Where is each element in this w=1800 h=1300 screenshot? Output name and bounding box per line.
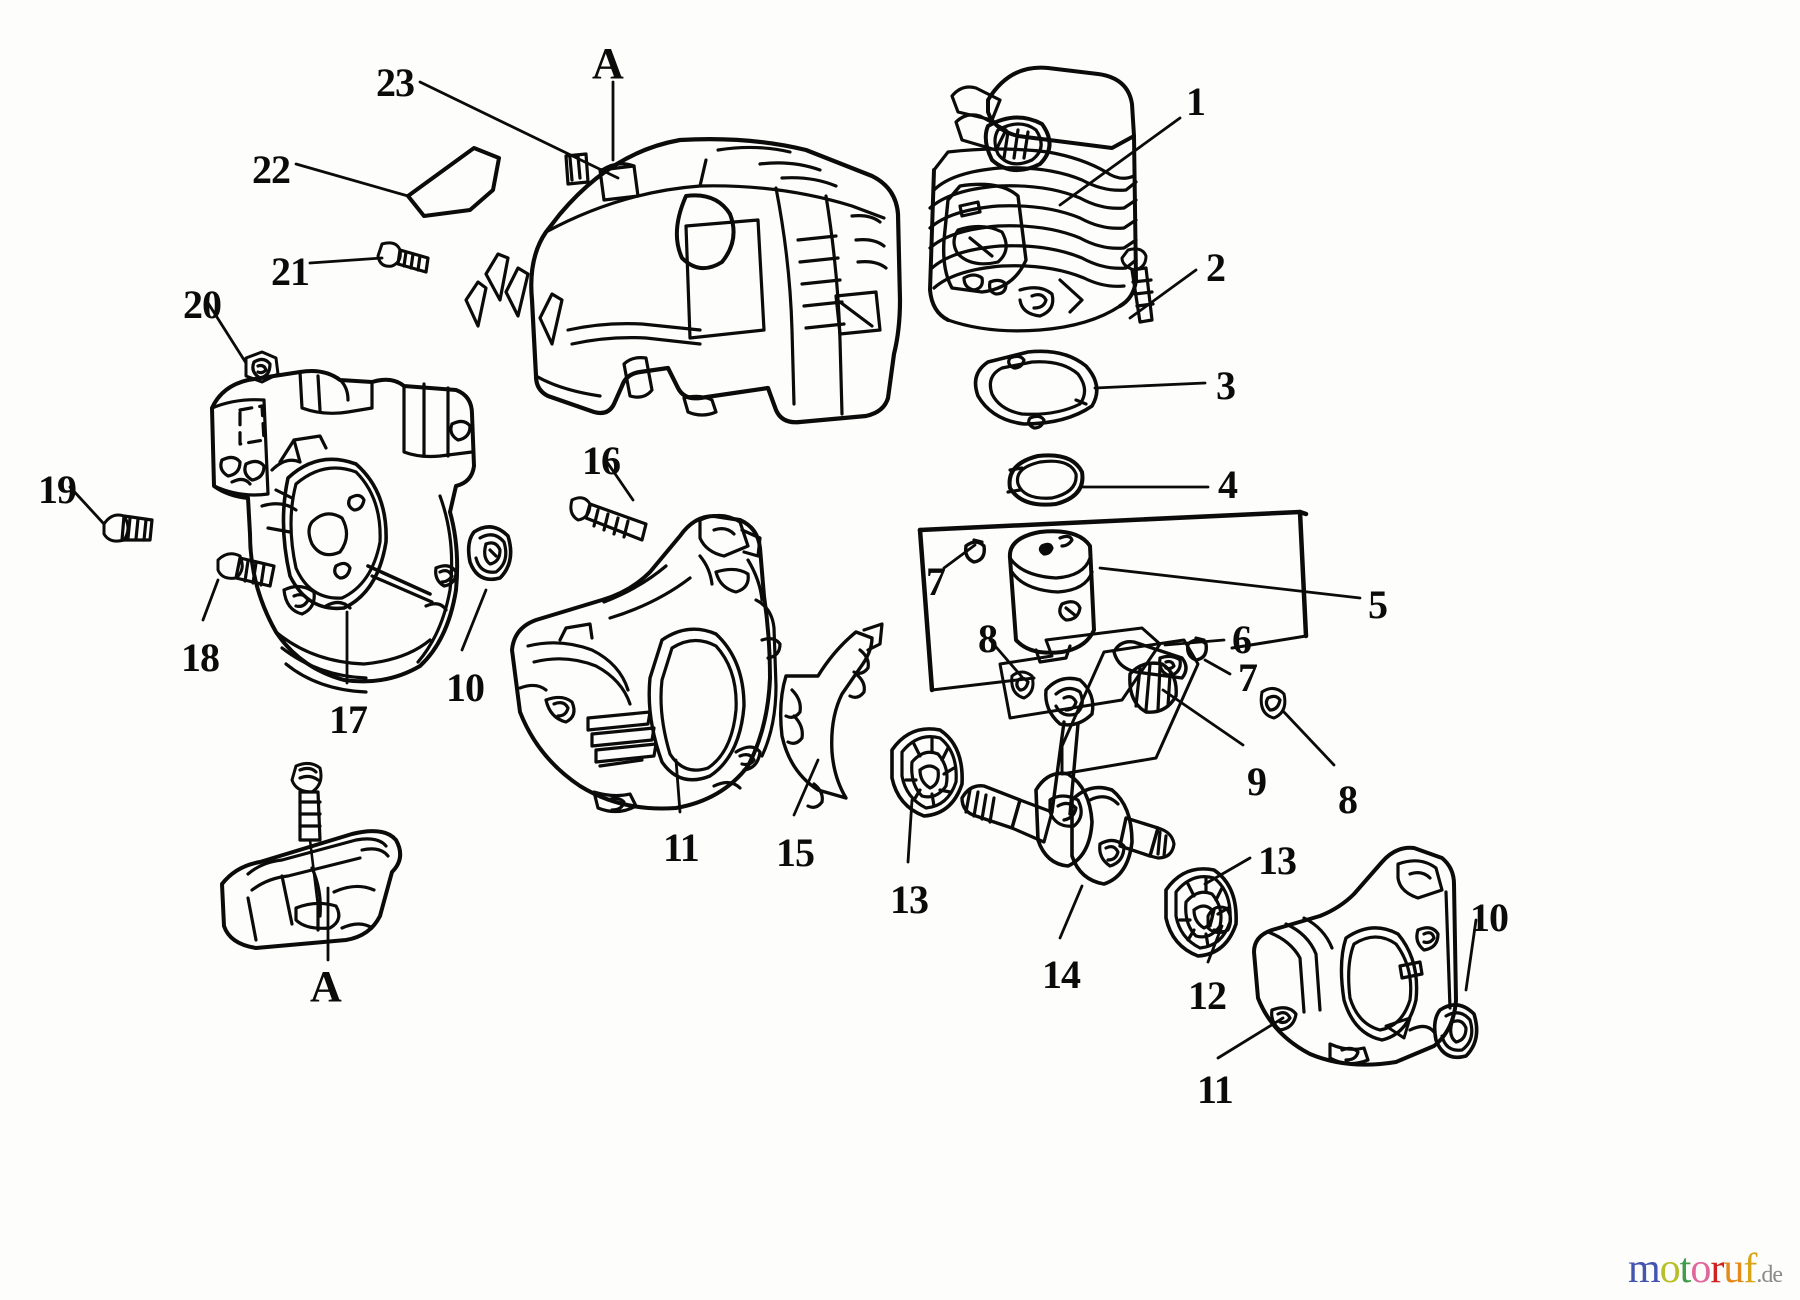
callout-1: 1 [1186,79,1206,124]
section-mark-a-bottom: A [310,962,342,1011]
part-cover-label [406,146,501,218]
callout-8: 8 [978,616,998,661]
part-cylinder [928,65,1138,333]
part-needle-bearing [1128,661,1178,714]
part-crankshaft [960,676,1176,886]
callout-21: 21 [271,249,310,294]
watermark-letter-t: t [1679,1246,1692,1292]
part-cylinder-bolt [1120,247,1155,324]
callout-19: 19 [38,467,77,512]
watermark-letter-o2: o [1690,1246,1711,1292]
part-cover-screw [376,241,430,274]
callout-14: 14 [1042,952,1081,997]
part-nut [244,350,280,384]
part-oil-seal [466,525,513,582]
watermark-letter-u: u [1723,1246,1744,1292]
callout-9: 9 [1247,759,1267,804]
part-screw [102,513,154,543]
leader-lines [68,80,1478,1060]
part-clutch-housing [210,369,476,694]
part-piston-ring [1006,453,1085,507]
part-thrust-washer [1010,670,1035,700]
callout-5: 5 [1368,582,1388,627]
part-thrust-washer-2 [1259,687,1287,720]
callout-15: 15 [776,830,815,875]
callout-23: 23 [376,60,415,105]
watermark-suffix: .de [1756,1262,1783,1288]
callout-13b: 13 [1258,838,1297,883]
part-ball-bearing [890,727,964,818]
callout-4: 4 [1218,462,1238,507]
callout-11: 11 [663,825,700,870]
callout-13: 13 [890,877,929,922]
watermark-letter-o1: o [1659,1246,1681,1292]
part-group-bracket-5 [917,509,1309,693]
callout-3: 3 [1216,363,1236,408]
callout-10: 10 [446,665,485,710]
part-dowel-pin [1206,905,1233,935]
callout-10b: 10 [1470,895,1509,940]
part-crankcase-gasket [778,622,884,809]
callout-6: 6 [1232,617,1252,662]
part-flange-bolt [216,552,276,588]
callout-7: 7 [926,559,946,604]
callout-7b: 7 [1238,655,1258,700]
part-engine-cover [464,137,903,425]
part-piston-pin-circlip-2 [1185,636,1208,662]
callout-22: 22 [252,147,291,192]
callout-8b: 8 [1338,777,1358,822]
callout-16: 16 [582,438,621,483]
part-mount-bracket [220,829,403,950]
watermark-letter-m: m [1628,1246,1661,1292]
part-crankcase-bolt [569,496,648,542]
callout-11b: 11 [1197,1067,1234,1112]
callout-18: 18 [181,635,220,680]
part-piston-pin-circlip [963,538,986,564]
watermark-letter-f: f [1743,1246,1757,1292]
callout-20: 20 [183,282,222,327]
part-ball-bearing-2 [1164,867,1238,958]
part-crankcase-right [1252,845,1458,1067]
part-crankcase-left [510,513,782,814]
part-cylinder-gasket [973,349,1099,430]
part-oil-seal-2 [1432,1003,1479,1060]
watermark-motoruf: motoruf.de [1628,1246,1783,1292]
callout-2: 2 [1206,245,1226,290]
callout-12: 12 [1188,973,1227,1018]
part-piston [1007,529,1096,664]
section-mark-a-top: A [592,39,624,88]
watermark-letter-r: r [1710,1246,1724,1292]
callout-17: 17 [329,697,368,742]
